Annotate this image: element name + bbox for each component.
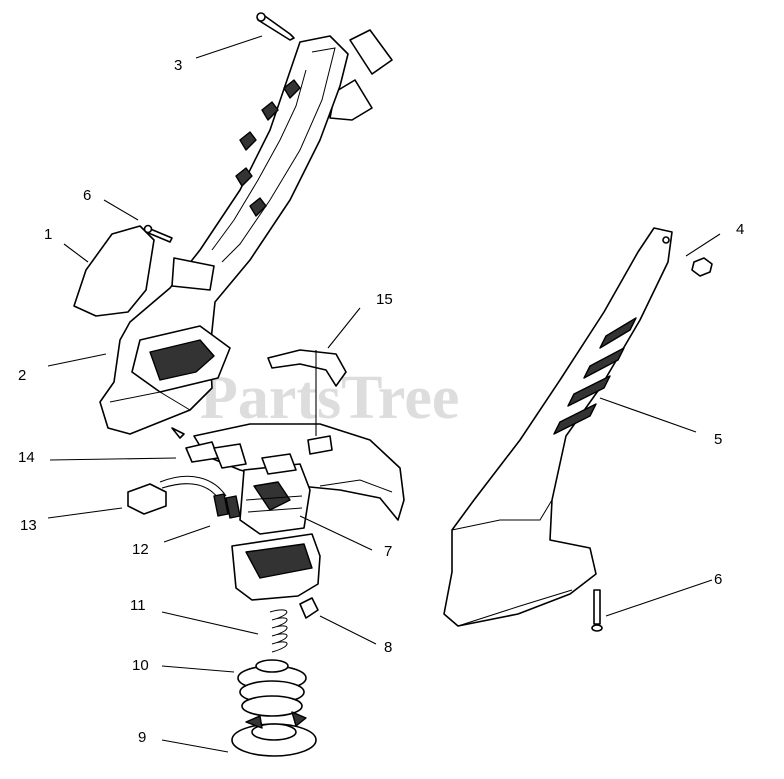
part-1-cover[interactable] — [73, 225, 155, 317]
callout-3: 3 — [174, 57, 182, 74]
motor-base — [231, 533, 321, 601]
shaft-tube — [329, 29, 393, 121]
callout-2: 2 — [18, 367, 26, 384]
callout-6-top: 6 — [83, 187, 91, 204]
callout-9: 9 — [138, 729, 146, 746]
part-11-spring[interactable] — [269, 609, 288, 653]
leader-lines — [47, 35, 721, 753]
part-6-screw-top[interactable] — [143, 224, 173, 243]
part-12-wire[interactable] — [159, 475, 241, 519]
part-8-clip[interactable] — [299, 597, 319, 619]
part-10-spool[interactable] — [237, 659, 307, 717]
callout-8: 8 — [384, 639, 392, 656]
part-7-motor[interactable] — [239, 453, 311, 535]
callout-15: 15 — [376, 291, 393, 308]
callout-1: 1 — [44, 226, 52, 243]
part-3-screw[interactable] — [256, 12, 295, 41]
callout-6-bottom: 6 — [714, 571, 722, 588]
callout-13: 13 — [20, 517, 37, 534]
part-2-housing-left[interactable] — [99, 35, 349, 435]
callout-11: 11 — [130, 597, 146, 614]
callout-5: 5 — [714, 431, 722, 448]
callout-10: 10 — [132, 657, 149, 674]
part-6-screw-bottom[interactable] — [591, 589, 603, 632]
callout-7: 7 — [384, 543, 392, 560]
part-15-clip[interactable] — [267, 349, 347, 387]
callout-14: 14 — [18, 449, 35, 466]
part-5-housing-right[interactable] — [443, 227, 673, 627]
callout-12: 12 — [132, 541, 149, 558]
part-4-nut[interactable] — [691, 257, 713, 277]
part-9-cap[interactable] — [231, 711, 317, 757]
part-13-connector[interactable] — [127, 483, 167, 515]
callout-4: 4 — [736, 221, 744, 238]
